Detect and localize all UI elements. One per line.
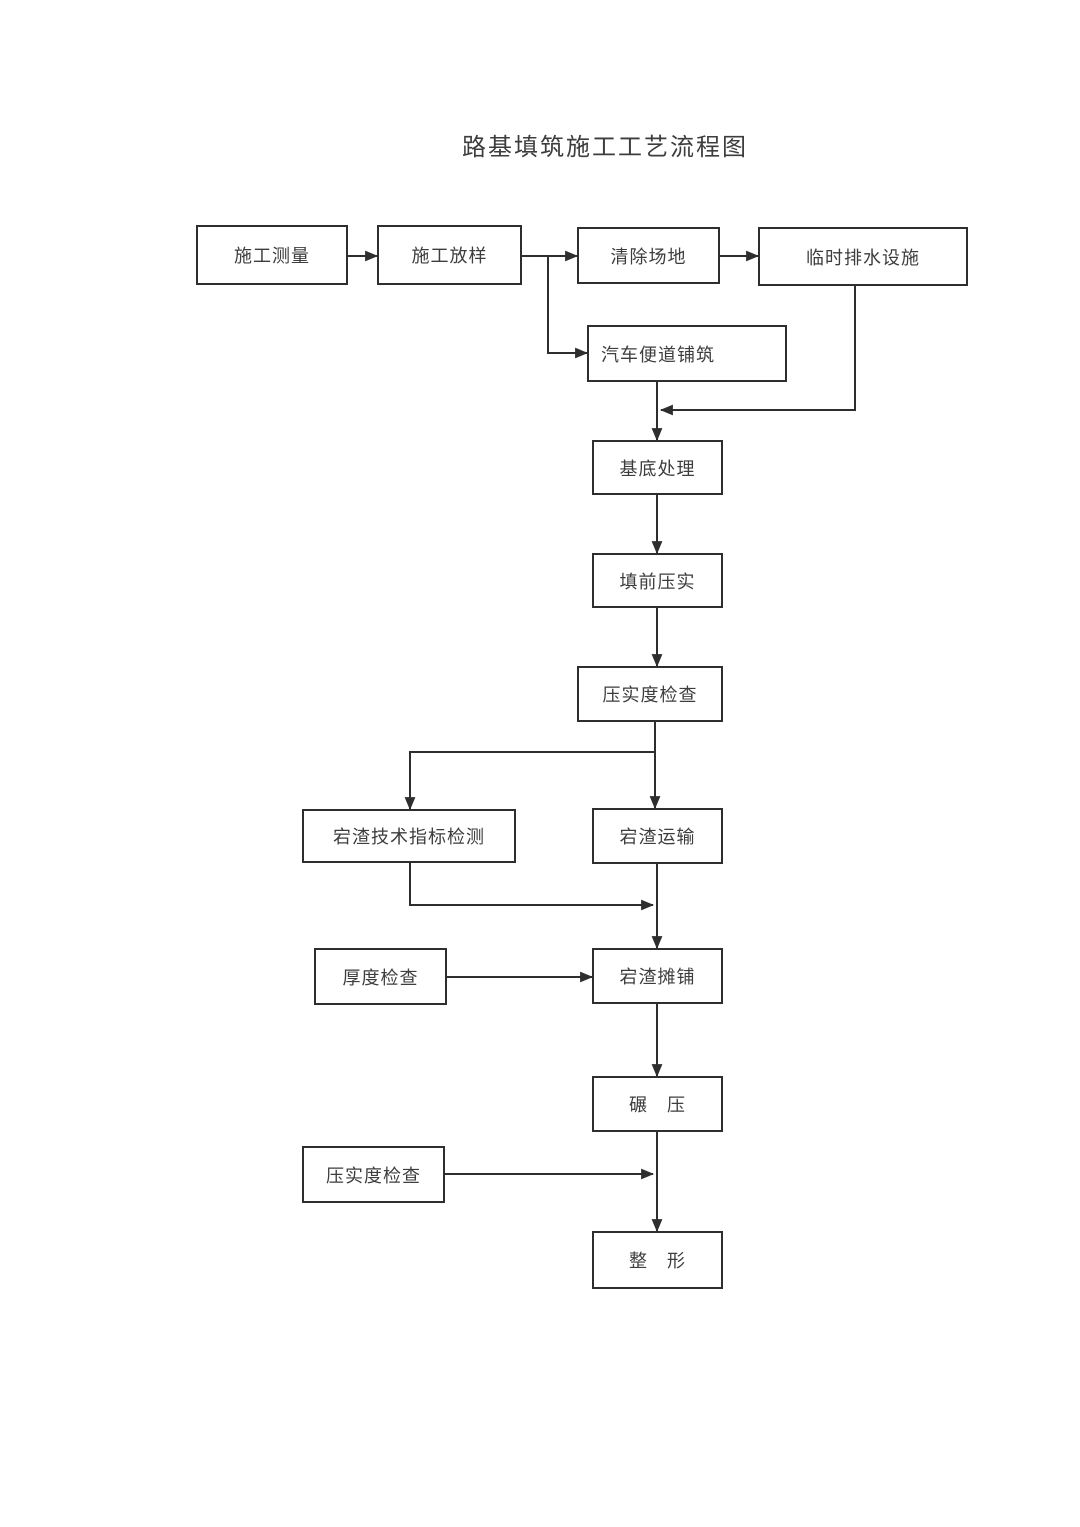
- flow-node-construction-setting-out: 施工放样: [377, 225, 522, 285]
- flow-node-compaction-check-2: 压实度检查: [302, 1146, 445, 1203]
- flow-node-shaping: 整 形: [592, 1231, 723, 1289]
- flow-node-clear-site: 清除场地: [577, 227, 720, 284]
- flow-node-construction-survey: 施工测量: [196, 225, 348, 285]
- flow-node-pre-fill-compaction: 填前压实: [592, 553, 723, 608]
- flow-node-base-treatment: 基底处理: [592, 440, 723, 495]
- flow-node-rolling: 碾 压: [592, 1076, 723, 1132]
- flow-node-compaction-check-1: 压实度检查: [577, 666, 723, 722]
- edge-compact-check-1-to-slag-index-test: [404, 751, 655, 811]
- flow-node-slag-transport: 宕渣运输: [592, 808, 723, 864]
- edge-slag-index-test-to-trunk: [409, 863, 655, 911]
- flow-node-slag-paving: 宕渣摊铺: [592, 948, 723, 1004]
- flow-node-access-road-paving: 汽车便道铺筑: [587, 325, 787, 382]
- flow-node-thickness-check: 厚度检查: [314, 948, 447, 1005]
- flow-node-slag-index-test: 宕渣技术指标检测: [302, 809, 516, 863]
- page-title: 路基填筑施工工艺流程图: [462, 135, 748, 161]
- flow-node-temporary-drainage: 临时排水设施: [758, 227, 968, 286]
